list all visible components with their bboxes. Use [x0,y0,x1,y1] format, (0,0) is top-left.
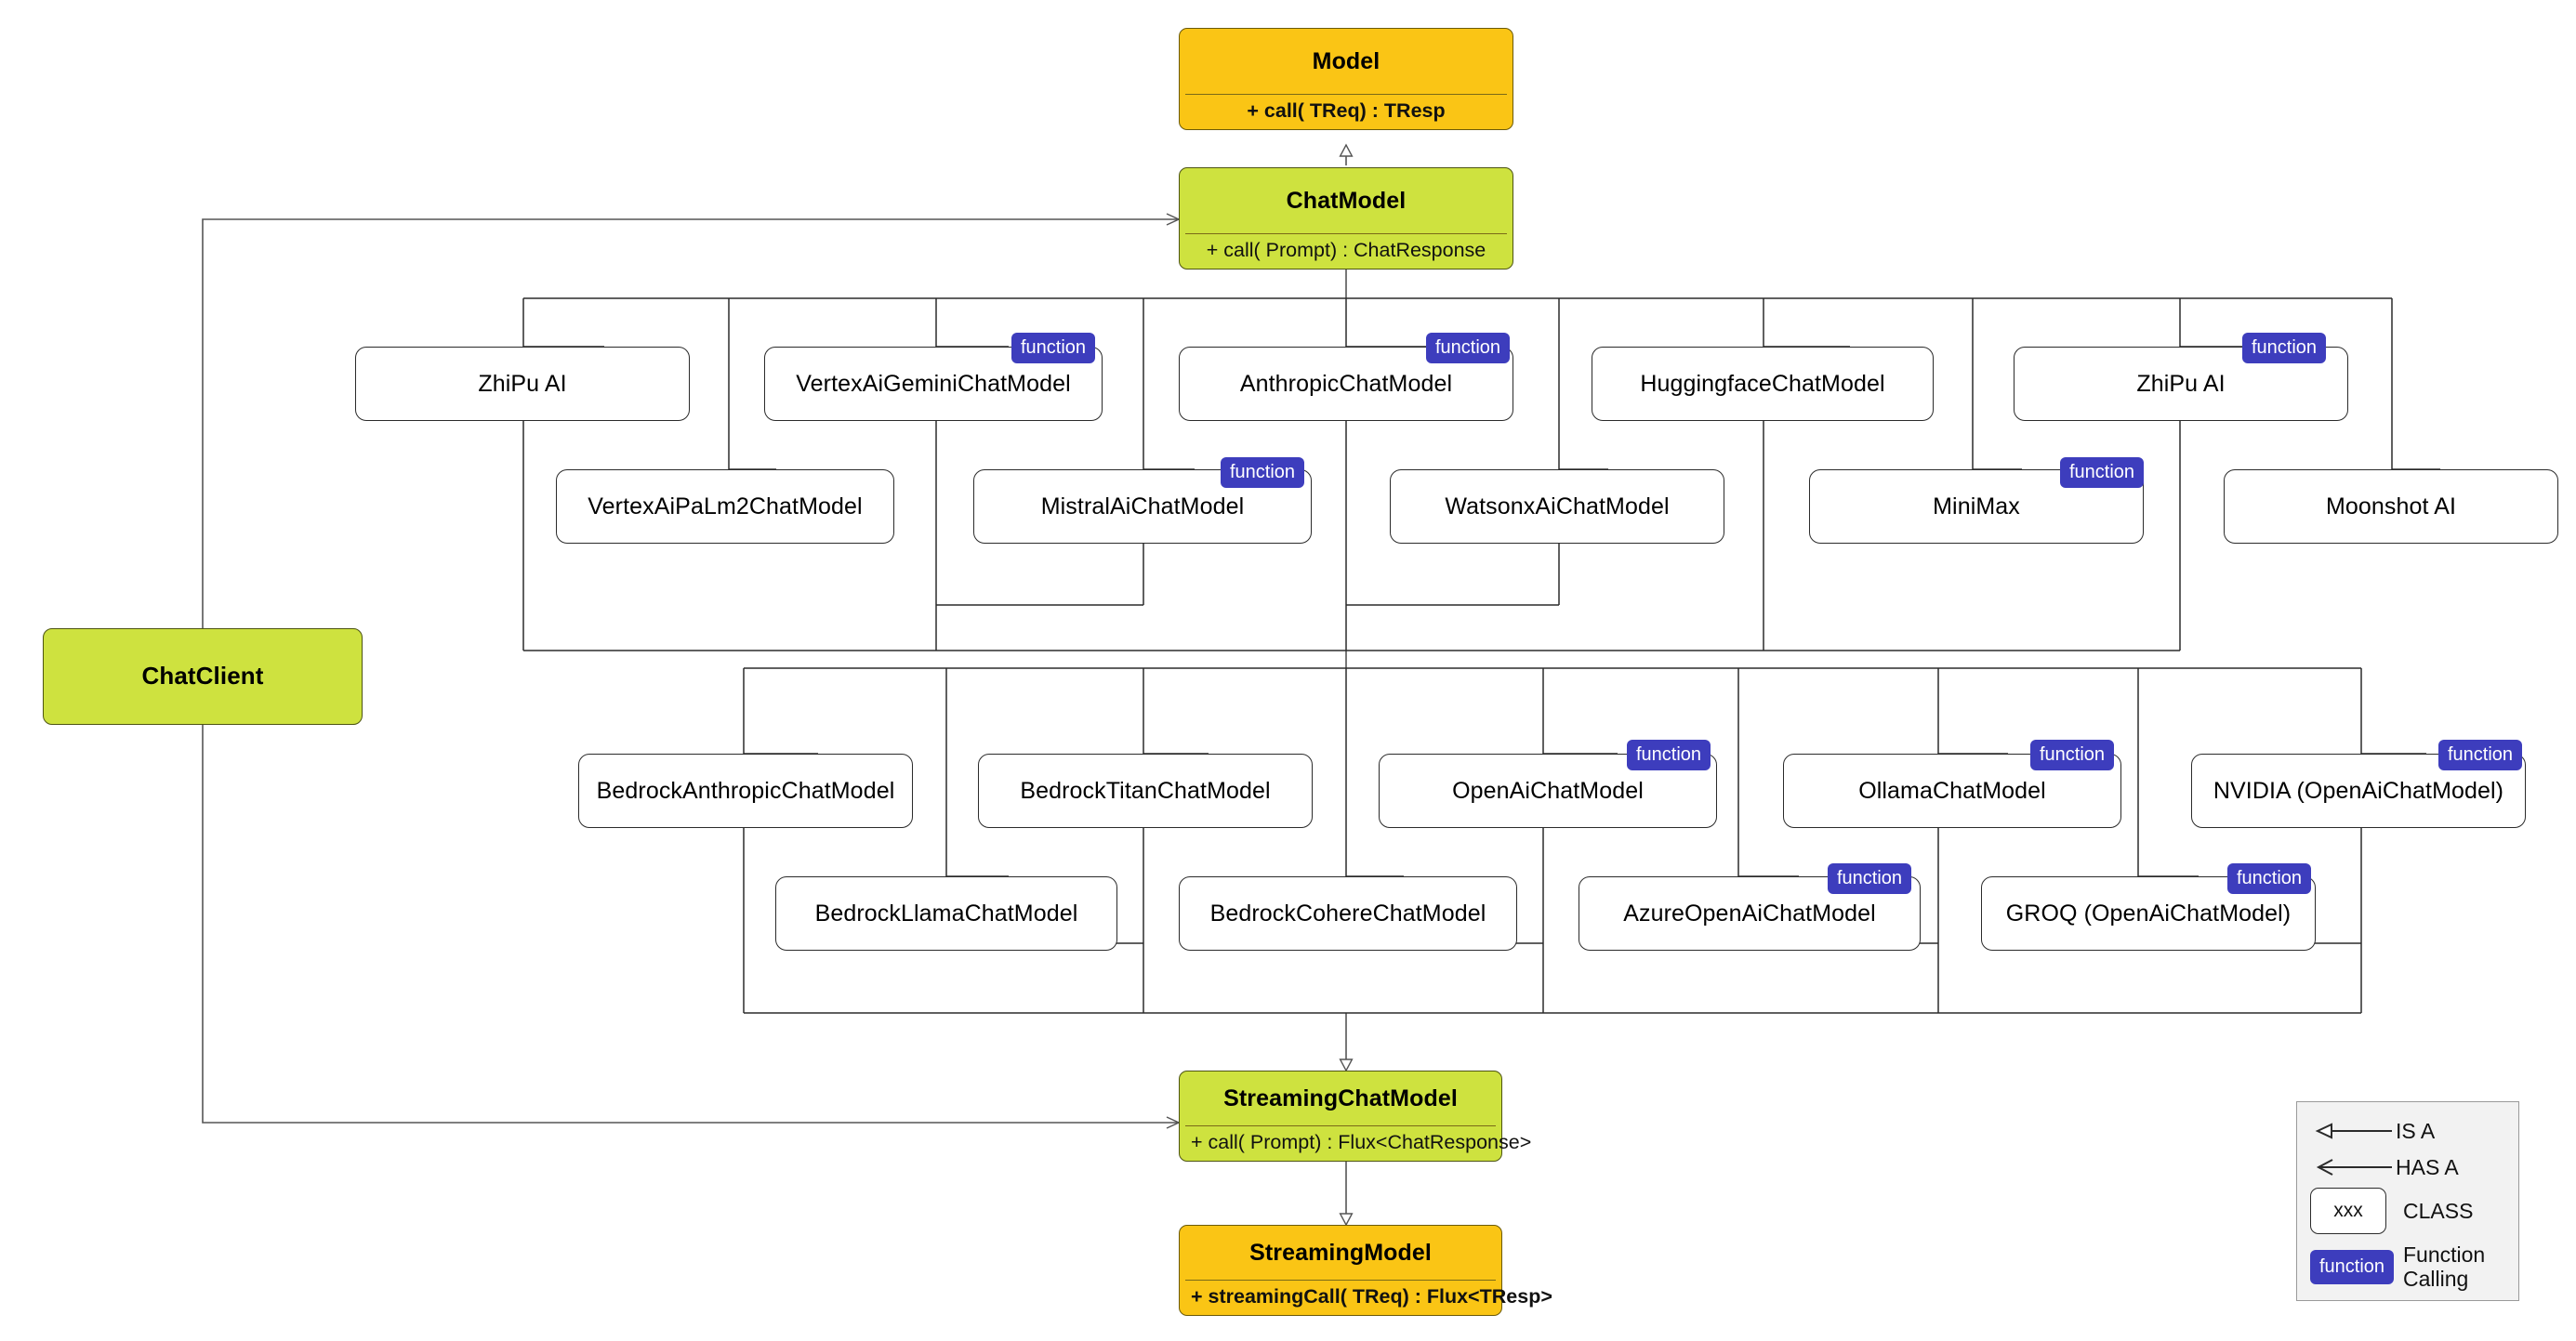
function-badge-nvidia: function [2438,740,2523,770]
impl-label: ZhiPu AI [2136,370,2226,397]
compartment-divider [1185,1125,1496,1126]
legend-panel: IS A HAS A xxx CLASS function Functi [2296,1101,2519,1301]
impl-box-ollama[interactable]: OllamaChatModel [1783,754,2121,828]
legend-row-function-calling: function Function Calling [2310,1242,2517,1291]
function-badge-azure-openai: function [1828,863,1912,894]
impl-box-bedrock-llama[interactable]: BedrockLlamaChatModel [775,876,1117,951]
legend-label-function-calling: Function Calling [2403,1242,2486,1291]
impl-box-nvidia[interactable]: NVIDIA (OpenAiChatModel) [2191,754,2526,828]
impl-label: BedrockLlamaChatModel [814,900,1078,927]
compartment-divider [1185,94,1507,95]
node-chat-client[interactable]: ChatClient [43,628,363,725]
impl-label: BedrockAnthropicChatModel [596,777,895,804]
impl-box-bedrock-titan[interactable]: BedrockTitanChatModel [978,754,1313,828]
function-badge-ollama: function [2030,740,2115,770]
node-chat-model-title: ChatModel [1286,187,1407,214]
impl-label: ZhiPu AI [478,370,567,397]
impl-box-moonshot-ai[interactable]: Moonshot AI [2224,469,2558,544]
legend-row-is-a: IS A [2310,1113,2510,1149]
function-badge-openai: function [1627,740,1711,770]
impl-box-watsonxai[interactable]: WatsonxAiChatModel [1390,469,1724,544]
legend-function-sample: function [2310,1249,2395,1284]
impl-box-bedrock-anthropic[interactable]: BedrockAnthropicChatModel [578,754,913,828]
class-box-icon: xxx [2310,1188,2396,1234]
node-streaming-chat-model[interactable]: StreamingChatModel + call( Prompt) : Flu… [1179,1071,1532,1162]
function-badge-anthropic: function [1426,333,1511,363]
impl-label: OpenAiChatModel [1452,777,1644,804]
is-a-arrow-icon [2310,1117,2396,1145]
node-model-operation: + call( TReq) : TResp [1247,99,1446,122]
node-streaming-model-operation: + streamingCall( TReq) : Flux<TResp> [1191,1285,1552,1308]
function-badge-zhipu-ai-2: function [2242,333,2327,363]
node-streaming-chat-model-title: StreamingChatModel [1223,1085,1458,1111]
impl-label: MistralAiChatModel [1040,493,1245,519]
impl-label: GROQ (OpenAiChatModel) [2005,900,2292,927]
impl-label: NVIDIA (OpenAiChatModel) [2213,777,2504,804]
function-badge-mistralai: function [1221,457,1305,488]
impl-label: OllamaChatModel [1858,777,2046,804]
impl-box-zhipu-ai-1[interactable]: ZhiPu AI [355,347,690,421]
node-chat-model[interactable]: ChatModel + call( Prompt) : ChatResponse [1179,167,1513,270]
node-model-title: Model [1312,47,1380,74]
has-a-arrow-icon [2310,1153,2396,1181]
impl-label: BedrockTitanChatModel [1020,777,1271,804]
function-badge-vertexai-gemini: function [1011,333,1096,363]
node-model[interactable]: Model + call( TReq) : TResp [1179,28,1513,130]
impl-box-huggingface[interactable]: HuggingfaceChatModel [1592,347,1934,421]
impl-label: BedrockCohereChatModel [1209,900,1486,927]
compartment-divider [1185,1280,1496,1281]
legend-row-class: xxx CLASS [2310,1188,2510,1234]
legend-label-class: CLASS [2403,1198,2474,1223]
function-badge-minimax: function [2060,457,2145,488]
impl-label: AzureOpenAiChatModel [1623,900,1876,927]
impl-box-bedrock-cohere[interactable]: BedrockCohereChatModel [1179,876,1517,951]
legend-label-is-a: IS A [2396,1118,2436,1143]
node-streaming-model-title: StreamingModel [1249,1239,1432,1266]
function-badge-groq: function [2227,863,2312,894]
node-chat-model-operation: + call( Prompt) : ChatResponse [1206,239,1486,261]
impl-label: VertexAiGeminiChatModel [796,370,1071,397]
impl-box-vertexai-palm2[interactable]: VertexAiPaLm2ChatModel [556,469,894,544]
impl-label: VertexAiPaLm2ChatModel [588,493,863,519]
impl-label: Moonshot AI [2325,493,2457,519]
node-streaming-chat-model-operation: + call( Prompt) : Flux<ChatResponse> [1191,1131,1532,1153]
node-chat-client-title: ChatClient [141,662,264,690]
compartment-divider [1185,233,1507,234]
impl-label: MiniMax [1933,493,2020,519]
impl-label: WatsonxAiChatModel [1445,493,1670,519]
legend-class-sample: xxx [2310,1188,2386,1234]
legend-label-has-a: HAS A [2396,1154,2459,1179]
function-badge-icon: function [2310,1249,2396,1284]
node-streaming-model[interactable]: StreamingModel + streamingCall( TReq) : … [1179,1225,1552,1316]
legend-row-has-a: HAS A [2310,1150,2510,1185]
impl-label: AnthropicChatModel [1239,370,1453,397]
impl-label: HuggingfaceChatModel [1640,370,1885,397]
